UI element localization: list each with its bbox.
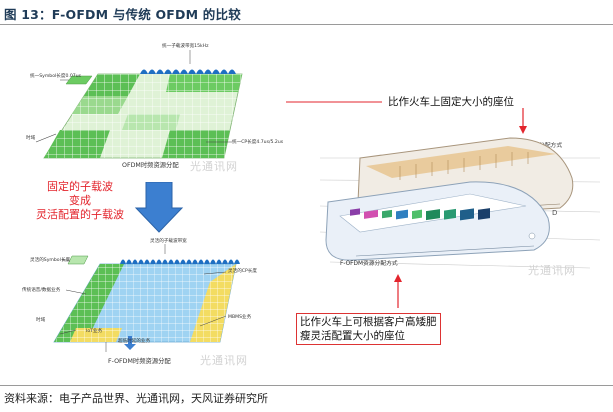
fofdm-train: [325, 181, 550, 261]
fofdm-watermark: 光通讯网: [200, 354, 248, 367]
fofdm-grid-overlay: [54, 264, 236, 342]
right-panel-watermark: 光通讯网: [528, 264, 576, 277]
fofdm-iot-label: IoT业务: [86, 329, 103, 334]
fofdm-symbol-label: 灵活的Symbol长度: [30, 258, 71, 263]
ofdm-subcarrier-label: 统一子载波带宽15kHz: [162, 44, 209, 49]
figure-title: 图 13：F-OFDM 与传统 OFDM 的比较: [4, 7, 241, 22]
ofdm-symbol-label: 统一Symbol长度0.07us: [30, 74, 82, 79]
fofdm-mbms-label: MBMS业务: [228, 315, 252, 320]
fofdm-allocation-label: F-OFDM资源分配方式: [340, 261, 398, 267]
transition-down-arrow: [134, 182, 184, 233]
fofdm-time-axis-label: 时域: [36, 318, 46, 323]
right-bottom-line-1: 比作火车上可根据客户高矮肥: [300, 316, 437, 328]
ofdm-caption: OFDM时频资源分配: [122, 162, 179, 169]
ofdm-time-axis-label: 时域: [26, 136, 36, 141]
footer-divider: [0, 385, 613, 386]
middle-line-3: 灵活配置的子载波: [36, 208, 124, 221]
figure-source: 资料来源：电子产品世界、光通讯网，天风证券研究所: [4, 392, 268, 405]
fofdm-subcarrier-label: 灵活的子载波带宽: [150, 239, 187, 244]
ofdm-cp-label: 统一CP长度4.7us/5.2us: [232, 140, 284, 145]
fofdm-cp-label: 灵活的CP长度: [228, 269, 257, 274]
ofdm-fixed-seats: [399, 152, 529, 180]
middle-line-1: 固定的子载波: [47, 180, 113, 193]
ofdm-subcarrier-waves: [140, 69, 236, 74]
fofdm-traditional-service-label: 传统语音/数据业务: [22, 288, 61, 293]
ofdm-watermark: 光通讯网: [190, 160, 238, 173]
ofdm-resource-grid-diagram: [35, 50, 243, 159]
trains-illustration: [320, 137, 600, 269]
right-bottom-line-2: 瘦灵活配置大小的座位: [300, 330, 405, 342]
fofdm-low-latency-label: 超低时延的业务: [118, 339, 151, 344]
ofdm-grid-overlay: [44, 74, 242, 158]
fofdm-resource-grid-diagram: [53, 244, 240, 352]
middle-line-2: 变成: [69, 194, 91, 207]
train-letter: D: [552, 209, 558, 217]
fofdm-caption: F-OFDM时频资源分配: [108, 358, 171, 365]
fofdm-subcarrier-waves: [120, 259, 240, 264]
right-bottom-text-box: 比作火车上可根据客户高矮肥 瘦灵活配置大小的座位: [296, 313, 441, 345]
right-top-text: 比作火车上固定大小的座位: [388, 96, 514, 108]
right-panel-arrows: [286, 101, 527, 308]
fofdm-flexible-seats: [350, 208, 490, 221]
title-divider: [0, 24, 613, 25]
